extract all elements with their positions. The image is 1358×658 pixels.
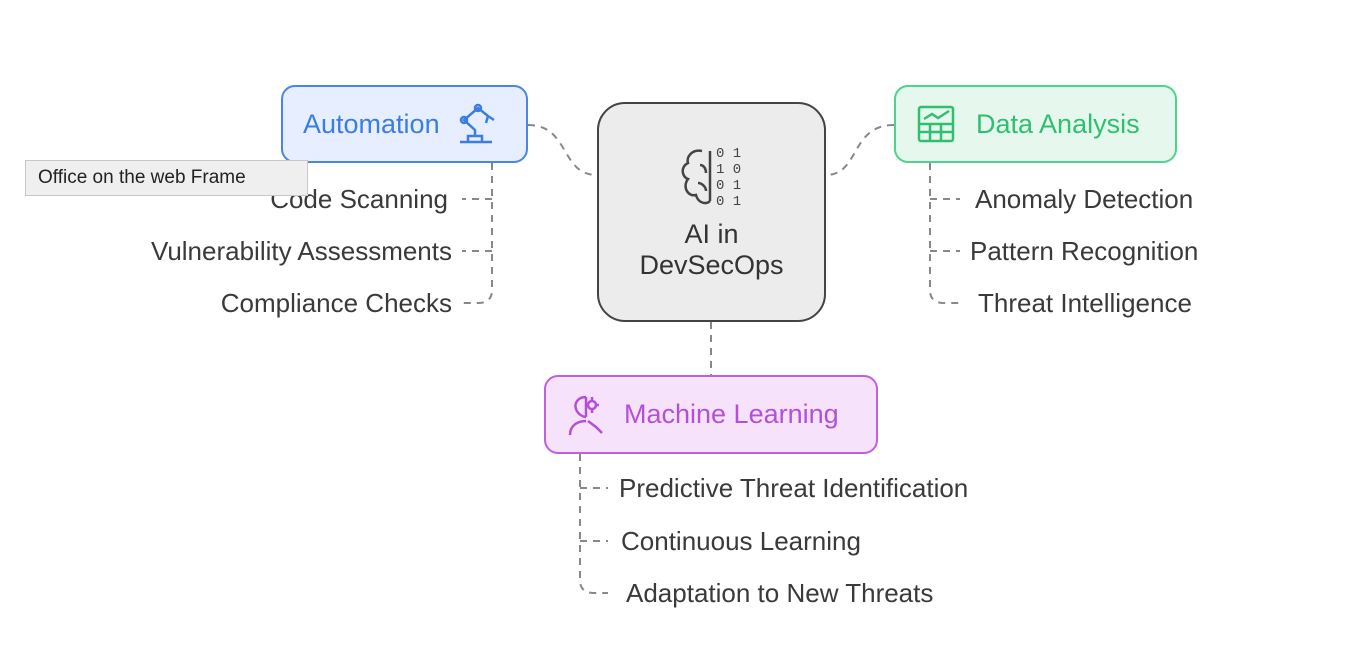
svg-text:1 0: 1 0 bbox=[716, 162, 741, 178]
chart-table-icon bbox=[917, 105, 955, 143]
brain-binary-icon: 0 11 00 10 1 bbox=[681, 146, 741, 210]
list-item: Continuous Learning bbox=[621, 526, 861, 556]
machine-learning-label: Machine Learning bbox=[624, 399, 839, 429]
svg-text:0 1: 0 1 bbox=[716, 146, 741, 162]
machine-learning-node[interactable]: Machine Learning bbox=[544, 375, 878, 454]
center-title-line2: DevSecOps bbox=[639, 250, 784, 280]
svg-text:0 1: 0 1 bbox=[716, 194, 741, 210]
list-item: Pattern Recognition bbox=[970, 236, 1199, 266]
robot-arm-icon bbox=[459, 103, 495, 144]
head-gear-icon bbox=[568, 395, 603, 435]
automation-label: Automation bbox=[303, 108, 440, 139]
tooltip: Office on the web Frame bbox=[25, 160, 308, 196]
data-analysis-node[interactable]: Data Analysis bbox=[894, 85, 1177, 163]
list-item: Predictive Threat Identification bbox=[619, 473, 969, 503]
center-title-line1: AI in bbox=[684, 219, 739, 249]
list-item: Anomaly Detection bbox=[975, 184, 1194, 214]
list-item: Adaptation to New Threats bbox=[626, 578, 934, 608]
data-analysis-label: Data Analysis bbox=[976, 108, 1140, 139]
automation-node[interactable]: Automation bbox=[281, 85, 528, 163]
list-item: Threat Intelligence bbox=[978, 288, 1192, 318]
svg-text:0 1: 0 1 bbox=[716, 178, 741, 194]
list-item: Vulnerability Assessments bbox=[150, 236, 452, 266]
list-item: Compliance Checks bbox=[220, 288, 452, 318]
